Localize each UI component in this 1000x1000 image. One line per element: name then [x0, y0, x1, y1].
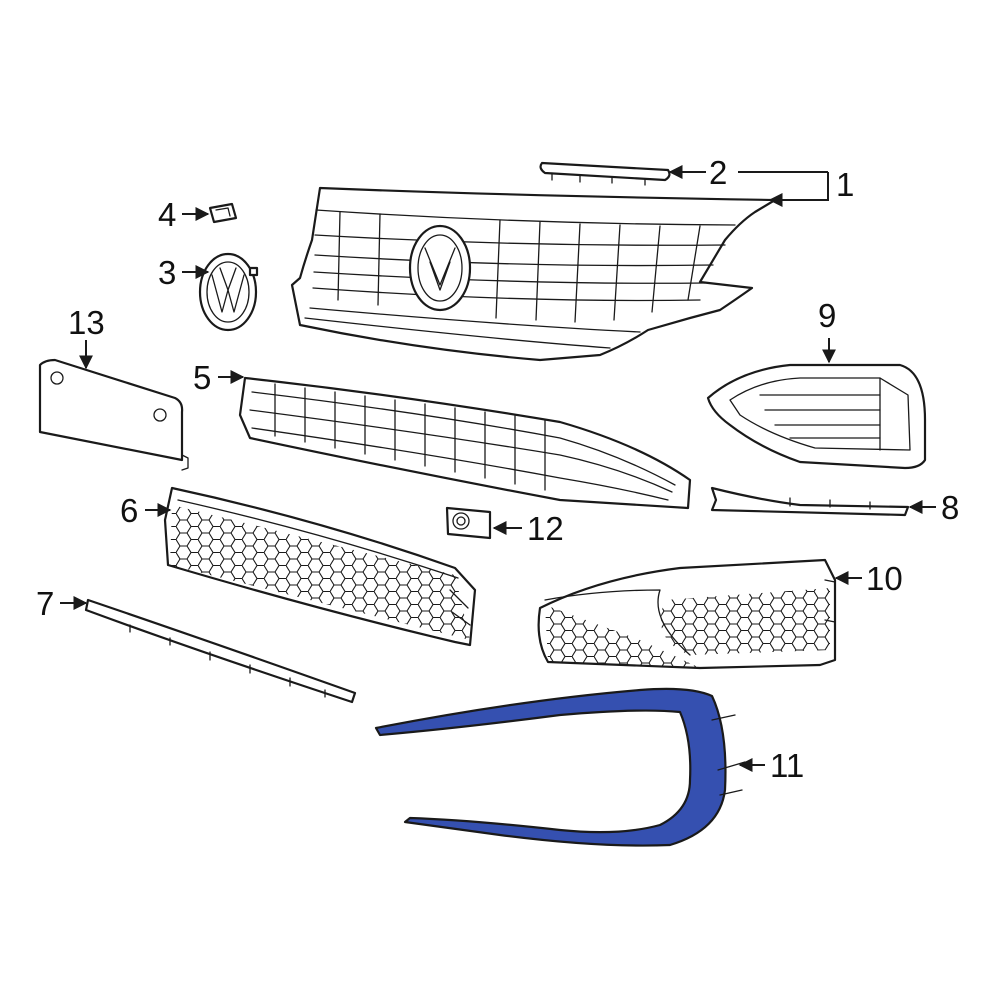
callout-5: 5	[193, 359, 211, 396]
callout-6: 6	[120, 492, 138, 529]
callout-10: 10	[866, 560, 903, 597]
callout-3: 3	[158, 254, 176, 291]
callout-13: 13	[68, 304, 105, 341]
part-9-fog-bezel	[706, 363, 927, 470]
callout-1: 1	[836, 166, 854, 203]
part-6-honeycomb-insert	[163, 486, 477, 647]
callout-12: 12	[527, 510, 564, 547]
part-13-plate-bracket	[38, 358, 189, 471]
callout-11: 11	[770, 747, 804, 784]
callout-7: 7	[36, 585, 54, 622]
leader-1	[768, 172, 829, 207]
part-8-trim-strip	[710, 486, 910, 517]
part-12-sensor-bracket	[445, 506, 492, 540]
part-11-trim-highlighted	[374, 687, 746, 847]
leader-lines	[60, 165, 936, 772]
part-10-side-grille	[537, 558, 837, 670]
callout-2: 2	[709, 154, 727, 191]
callout-9: 9	[818, 297, 836, 334]
part-2-molding	[539, 161, 671, 186]
part-7-strip	[84, 598, 357, 704]
part-1-grille	[290, 186, 777, 362]
callout-4: 4	[158, 196, 176, 233]
callout-8: 8	[941, 489, 959, 526]
part-3-emblem	[198, 252, 259, 332]
part-5-lower-grille	[238, 376, 692, 510]
callout-labels: 1 2 3 4 5 6 7 8 9 10 11 12 13	[36, 154, 959, 784]
part-4-clip	[208, 202, 238, 224]
